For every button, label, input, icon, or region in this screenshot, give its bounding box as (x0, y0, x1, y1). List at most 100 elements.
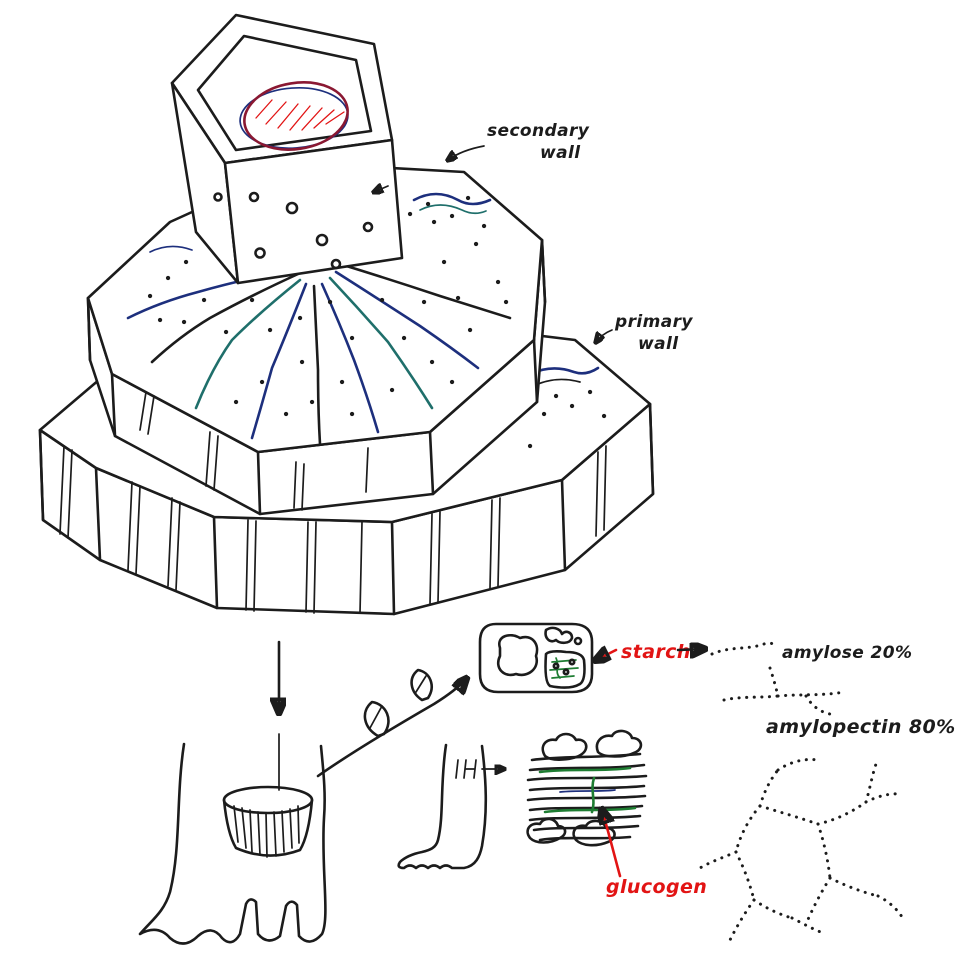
amylopectin-group: amylopectin 80% (722, 666, 955, 738)
fibril-streak-left (149, 245, 193, 253)
muscle-fibers (526, 729, 648, 847)
membrane-ellipse-red (243, 81, 349, 151)
pit-hole (330, 258, 342, 270)
glycogen-branch (728, 898, 756, 942)
secondary-wall-label-line1: secondary (487, 121, 590, 141)
glycogen-branch (790, 916, 828, 936)
fibril-streak-topright2 (419, 204, 487, 215)
chloroplast-dot (573, 636, 583, 646)
fibril-line (150, 272, 300, 364)
fibril-line (250, 282, 308, 440)
vacuole-blob (496, 634, 539, 677)
pit-hole (213, 192, 223, 202)
fiber-line (538, 835, 632, 842)
cup-sides (222, 798, 314, 857)
leaf-vein (415, 675, 427, 693)
secondary-wall-arrow (448, 145, 485, 160)
fibril-line (312, 284, 322, 446)
glycogen-branch (758, 804, 820, 826)
glycogen-structure (698, 758, 906, 942)
starch-granule-dot (562, 668, 570, 676)
pit-hole (362, 221, 374, 233)
fiber-line (528, 763, 646, 772)
granule-outline (544, 650, 586, 689)
muscle-mark (455, 759, 477, 779)
starch-granule-dot (552, 662, 560, 670)
glucogen-label-group: glucogen (602, 810, 707, 898)
fiber-line (528, 784, 646, 792)
fibril-line (334, 270, 480, 370)
box-front-face (223, 138, 404, 285)
rock-cloud (595, 729, 643, 758)
primary-wall-label-group: primary wall (596, 312, 693, 354)
chloroplast-blob (544, 626, 574, 645)
glycogen-branch (816, 800, 868, 826)
top-box (170, 13, 404, 285)
leg-sketch (397, 743, 504, 870)
glycogen-branch (816, 822, 832, 880)
amylose-label: amylose 20% (782, 643, 912, 663)
starch-label-group: starch (596, 641, 690, 663)
fiber-line (528, 804, 644, 812)
fiber-line-green (538, 766, 632, 774)
pit-hole (315, 233, 329, 247)
amylopectin-chain (722, 666, 846, 716)
fiber-line (532, 824, 640, 832)
pit-hole (254, 247, 266, 259)
rock-cloud (526, 817, 567, 844)
fibril-line (338, 262, 512, 320)
glycogen-branch (698, 850, 738, 870)
fiber-line (526, 794, 647, 802)
fiber-line-green (543, 806, 637, 814)
plant-cell (478, 622, 594, 694)
glycogen-branch (876, 894, 906, 922)
glycogen-branch (734, 804, 762, 854)
pit-hole (285, 201, 299, 215)
rock-cloud (541, 732, 588, 761)
fibril-streak-topright (412, 192, 492, 206)
streak-line (528, 366, 600, 376)
fiber-line (528, 814, 642, 822)
starch-to-amylose-arrow (676, 649, 704, 650)
rim-arrow (374, 186, 389, 192)
leaf (363, 700, 390, 738)
fibril-line (328, 276, 434, 410)
storage-cup (222, 733, 314, 858)
leg-outline (397, 743, 488, 870)
granule-green-scribble (549, 657, 579, 679)
glucogen-label: glucogen (606, 876, 707, 898)
middle-tier-hatching (139, 391, 369, 511)
middle-tier-edges (86, 238, 547, 516)
branch-stem (316, 679, 466, 778)
cup-hatching (233, 805, 300, 858)
fiber-line (526, 774, 648, 782)
secondary-wall-label-group: secondary wall (448, 121, 590, 163)
fiber-line-navy (559, 789, 616, 793)
fibril-line (320, 282, 380, 434)
leaf (410, 668, 433, 702)
bottom-tier-edges (38, 402, 655, 616)
primary-wall-label-line2: wall (638, 334, 679, 354)
secondary-wall-label-line2: wall (540, 143, 581, 163)
primary-wall-arrow (596, 329, 613, 342)
cell-outline (478, 622, 594, 694)
pit-holes (213, 191, 374, 270)
streak-line (537, 378, 581, 385)
glycogen-branch (758, 768, 780, 808)
trunk-outline (138, 742, 327, 945)
glycogen-branch (864, 762, 878, 804)
primary-wall-label-line1: primary (614, 312, 693, 332)
interior-membrane (239, 81, 349, 151)
amylose-chain (710, 641, 780, 656)
starch-arrow (596, 650, 618, 660)
amylose-group: amylose 20% (676, 641, 912, 663)
membrane-hatching (255, 99, 345, 131)
starch-granule-dot (568, 658, 576, 666)
pit-hole (248, 191, 260, 203)
starch-granule-box (544, 650, 586, 689)
glucogen-arrow (602, 810, 622, 878)
bottom-tier-hatching (59, 445, 607, 614)
tree-trunk (138, 733, 327, 945)
